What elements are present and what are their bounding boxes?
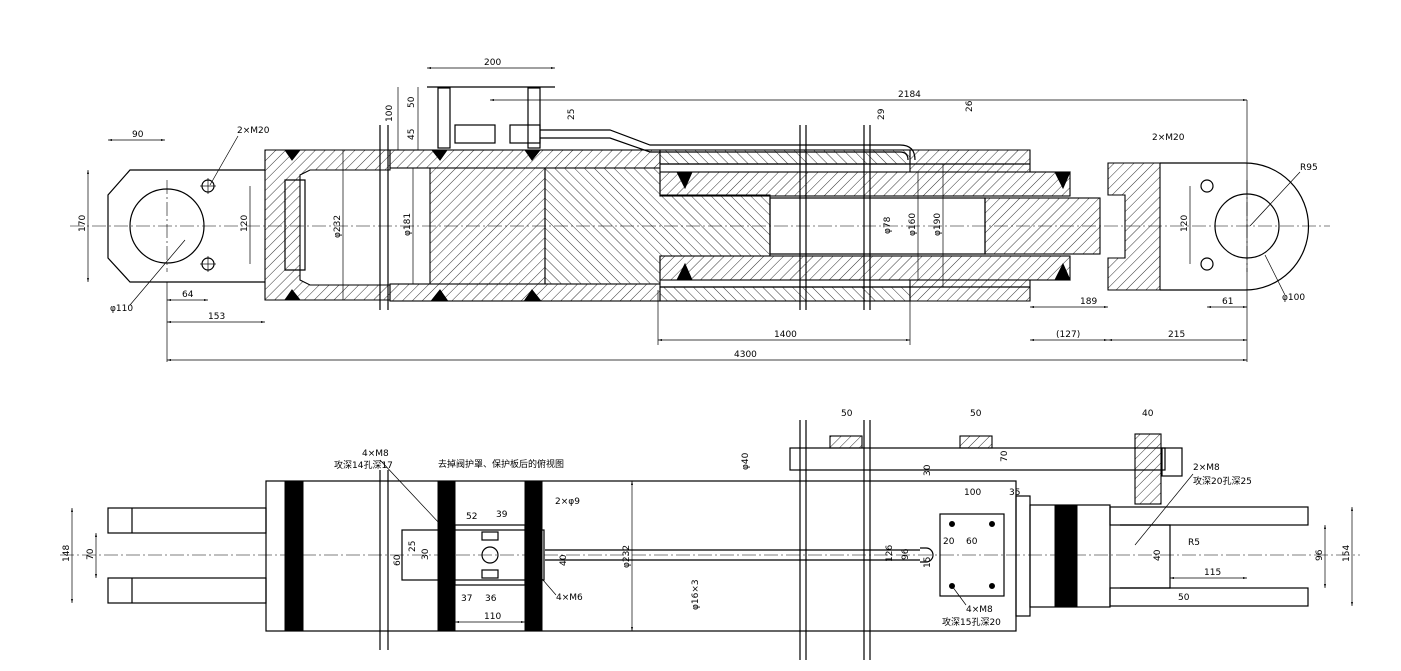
- dim-170: 170: [78, 215, 88, 232]
- dim-phi181: φ181: [403, 213, 413, 236]
- dim-90: 90: [132, 130, 144, 140]
- plan-view-note: 去掉阀护罩、保护板后的俯视图: [438, 458, 564, 470]
- dim-2xphi9: 2×φ9: [555, 497, 580, 507]
- dim-45: 45: [407, 129, 417, 140]
- dim-40-top: 40: [1142, 409, 1154, 419]
- dim-2xM8-right-depth: 攻深20孔深25: [1193, 475, 1252, 487]
- dim-36: 36: [485, 594, 497, 604]
- dim-40: 40: [559, 554, 569, 566]
- dim-189: 189: [1080, 297, 1097, 307]
- dim-120-left: 120: [240, 215, 250, 232]
- gland-head: [909, 149, 1031, 173]
- dim-4xM8-left: 4×M8: [362, 449, 389, 459]
- dim-R5: R5: [1188, 538, 1200, 548]
- dim-26: 26: [965, 100, 975, 112]
- dim-phi78: φ78: [883, 216, 893, 234]
- bottom-plan-view: 去掉阀护罩、保护板后的俯视图 4×M8 攻深14孔深17 52 39 2×φ9 …: [60, 409, 1360, 660]
- dim-40-right: 40: [1153, 549, 1163, 561]
- dim-120-right: 120: [1180, 215, 1190, 232]
- dim-2184: 2184: [898, 90, 921, 100]
- dim-50-right: 50: [1178, 593, 1190, 603]
- dim-25: 25: [567, 109, 577, 120]
- dim-200: 200: [484, 58, 501, 68]
- dim-61: 61: [1222, 297, 1233, 307]
- dim-64: 64: [182, 290, 194, 300]
- dim-phi100: φ100: [1282, 293, 1305, 303]
- dim-30: 30: [421, 548, 431, 560]
- dim-52: 52: [466, 512, 477, 522]
- dim-100-plan: 100: [964, 488, 981, 498]
- dim-phi160: φ160: [908, 213, 918, 236]
- barrel-bottom-wall: [389, 283, 661, 302]
- piston: [429, 167, 546, 285]
- dim-4300: 4300: [734, 350, 757, 360]
- dim-96a: 96: [901, 548, 911, 560]
- dim-R95: R95: [1300, 163, 1318, 173]
- dim-30-b: 30: [923, 464, 933, 476]
- dim-15: 15: [923, 557, 933, 568]
- dim-2xM20-right: 2×M20: [1152, 133, 1185, 143]
- dim-phi40: φ40: [741, 452, 751, 470]
- dim-phi190: φ190: [933, 213, 943, 236]
- dim-2xM20-left: 2×M20: [237, 126, 270, 136]
- dim-115: 115: [1204, 568, 1221, 578]
- dim-153: 153: [208, 312, 225, 322]
- rear-end-cap: [264, 149, 391, 301]
- dim-215: 215: [1168, 330, 1185, 340]
- dim-4xM8-mid: 4×M8: [966, 605, 993, 615]
- dim-4xM6: 4×M6: [556, 593, 583, 603]
- dim-phi232: φ232: [333, 215, 343, 238]
- dim-127: (127): [1056, 330, 1080, 340]
- dim-70: 70: [86, 548, 96, 560]
- dim-35: 35: [1009, 488, 1020, 498]
- dim-148: 148: [62, 545, 72, 562]
- oil-pipe: [540, 129, 916, 161]
- dim-50a: 50: [841, 409, 853, 419]
- dim-1400: 1400: [774, 330, 797, 340]
- dim-50: 50: [407, 96, 417, 108]
- dim-phi16x3: φ16×3: [691, 579, 701, 610]
- dim-60: 60: [393, 554, 403, 566]
- dim-50b: 50: [970, 409, 982, 419]
- dim-29: 29: [877, 108, 887, 120]
- dim-126: 126: [885, 545, 895, 562]
- dim-2xM8-right: 2×M8: [1193, 463, 1220, 473]
- dim-100: 100: [385, 105, 395, 122]
- right-rod-eye: [1107, 162, 1161, 291]
- dim-60-b: 60: [966, 537, 978, 547]
- dim-20: 20: [943, 537, 955, 547]
- dim-4xM8-left-depth: 攻深14孔深17: [334, 459, 393, 471]
- left-clevis-ear: [107, 169, 265, 283]
- dim-25-plan: 25: [408, 541, 418, 552]
- dim-4xM8-mid-depth: 攻深15孔深20: [942, 616, 1001, 628]
- dim-70-b: 70: [1000, 450, 1010, 462]
- dim-154: 154: [1342, 545, 1352, 562]
- barrel-top-wall: [389, 149, 661, 169]
- top-section-view: 200 2184 100 50 45 25 29 26 90 2×M20 2×M…: [70, 58, 1330, 362]
- dim-39: 39: [496, 510, 508, 520]
- dim-96b: 96: [1315, 549, 1325, 561]
- dim-phi110: φ110: [110, 304, 133, 314]
- dim-110: 110: [484, 612, 501, 622]
- dim-37: 37: [461, 594, 472, 604]
- dim-phi232-plan: φ232: [622, 545, 632, 568]
